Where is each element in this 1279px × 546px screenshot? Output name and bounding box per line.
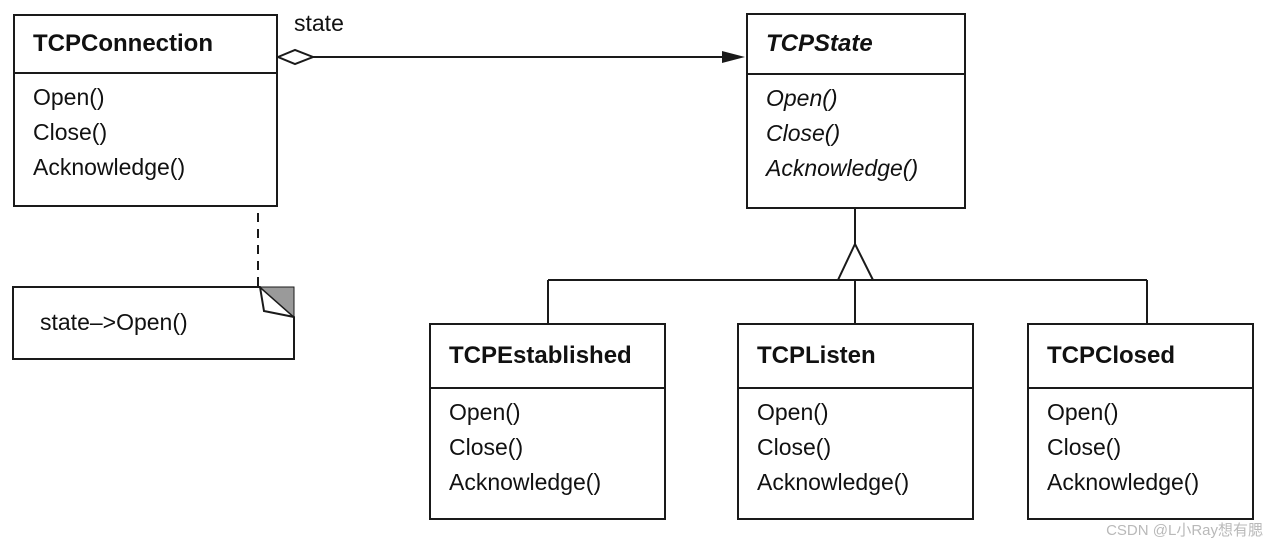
class-name: TCPConnection: [15, 16, 276, 74]
role-label: state: [294, 10, 344, 36]
tcpclosed-class: TCPClosed Open() Close() Acknowledge(): [1027, 323, 1254, 520]
operation: Open(): [33, 84, 105, 110]
operation: Open(): [1047, 399, 1119, 425]
tcplisten-class: TCPListen Open() Close() Acknowledge(): [737, 323, 974, 520]
operation: Close(): [33, 119, 108, 145]
class-name: TCPClosed: [1029, 325, 1252, 389]
note-fold-corner: [258, 286, 295, 319]
operation: Acknowledge(): [449, 469, 602, 495]
operation: Acknowledge(): [766, 155, 919, 181]
operation: Acknowledge(): [1047, 469, 1200, 495]
tcpestablished-class: TCPEstablished Open() Close() Acknowledg…: [429, 323, 666, 520]
operation: Close(): [757, 434, 832, 460]
tcpstate-class: TCPState Open() Close() Acknowledge(): [746, 13, 966, 209]
class-name: TCPEstablished: [431, 325, 664, 389]
operation: Close(): [1047, 434, 1122, 460]
watermark: CSDN @L小Ray想有腮: [1106, 522, 1263, 539]
operations-list: Open() Close() Acknowledge(): [748, 75, 964, 186]
note-shape: [12, 286, 295, 360]
operations-list: Open() Close() Acknowledge(): [15, 74, 276, 185]
inheritance-triangle: [836, 241, 875, 281]
operation: Open(): [449, 399, 521, 425]
note-fold-edge: [259, 286, 295, 318]
tcpconnection-class: TCPConnection Open() Close() Acknowledge…: [13, 14, 278, 207]
operations-list: Open() Close() Acknowledge(): [739, 389, 972, 500]
operation: Open(): [757, 399, 829, 425]
aggregation-diamond: [275, 48, 316, 66]
operation: Open(): [766, 85, 838, 111]
association-arrowhead: [722, 51, 745, 63]
operations-list: Open() Close() Acknowledge(): [1029, 389, 1252, 500]
class-name: TCPState: [748, 15, 964, 75]
operation: Acknowledge(): [757, 469, 910, 495]
class-name: TCPListen: [739, 325, 972, 389]
operation: Close(): [766, 120, 841, 146]
operation: Acknowledge(): [33, 154, 186, 180]
operation: Close(): [449, 434, 524, 460]
operations-list: Open() Close() Acknowledge(): [431, 389, 664, 500]
note-text: state–>Open(): [40, 309, 188, 335]
